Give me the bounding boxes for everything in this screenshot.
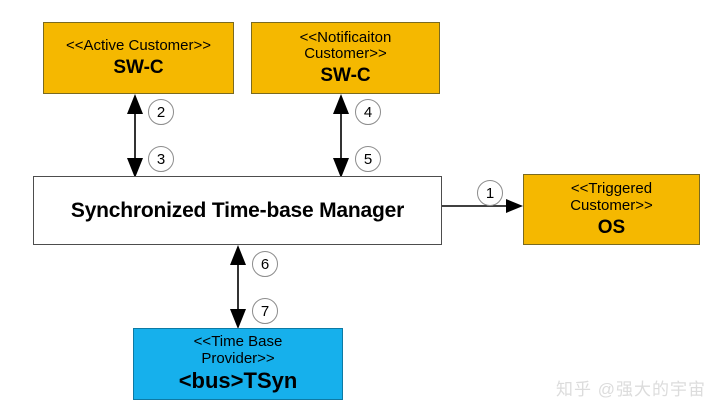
node-triggered-customer-name: OS — [597, 216, 626, 238]
node-time-base-provider-name: <bus>TSyn — [178, 368, 298, 394]
connector-manager-to-triggered-customer — [442, 196, 528, 216]
node-synchronized-time-base-manager-name: Synchronized Time-base Manager — [70, 198, 405, 222]
node-time-base-provider-stereotype-line1: <<Time Base — [193, 332, 283, 350]
connector-label-4: 4 — [355, 99, 381, 125]
connector-label-2: 2 — [148, 99, 174, 125]
node-notification-customer[interactable]: <<Notificaiton Customer>> SW-C — [251, 22, 440, 94]
node-triggered-customer[interactable]: <<Triggered Customer>> OS — [523, 174, 700, 245]
connector-label-6: 6 — [252, 251, 278, 277]
node-notification-customer-stereotype-line1: <<Notificaiton — [299, 28, 392, 46]
connector-label-7: 7 — [252, 298, 278, 324]
node-synchronized-time-base-manager[interactable]: Synchronized Time-base Manager — [33, 176, 442, 245]
connector-notification-customer-manager — [330, 94, 352, 178]
node-triggered-customer-stereotype-line2: Customer>> — [570, 196, 653, 214]
node-time-base-provider-stereotype-line2: Provider>> — [201, 349, 275, 367]
connector-time-base-provider-manager — [227, 245, 249, 329]
node-notification-customer-name: SW-C — [320, 65, 371, 87]
watermark: 知乎 @强大的宇宙 — [556, 380, 706, 399]
connector-active-customer-manager — [124, 94, 146, 178]
connector-label-1: 1 — [477, 180, 503, 206]
node-notification-customer-stereotype-line2: Customer>> — [304, 45, 387, 63]
node-active-customer[interactable]: <<Active Customer>> SW-C — [43, 22, 234, 94]
node-triggered-customer-stereotype-line1: <<Triggered — [570, 180, 653, 198]
node-time-base-provider[interactable]: <<Time Base Provider>> <bus>TSyn — [133, 328, 343, 400]
node-active-customer-stereotype: <<Active Customer>> — [65, 36, 212, 54]
node-active-customer-name: SW-C — [113, 56, 164, 78]
connector-label-3: 3 — [148, 146, 174, 172]
connector-label-5: 5 — [355, 146, 381, 172]
